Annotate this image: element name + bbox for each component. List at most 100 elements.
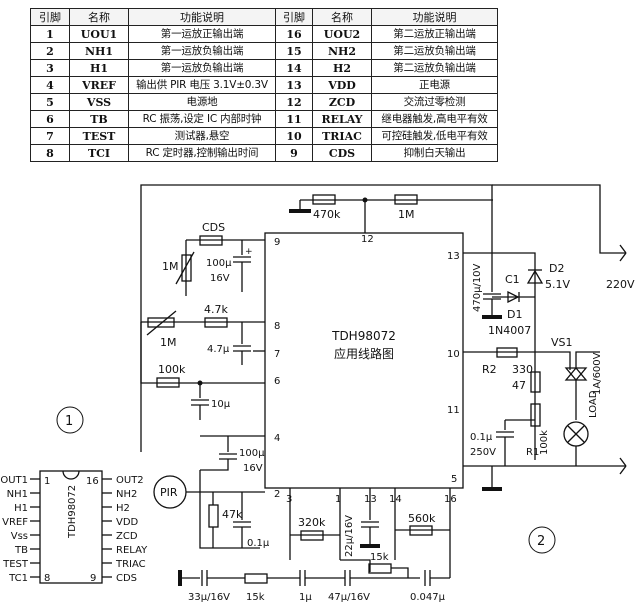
resistor-100k — [156, 377, 180, 388]
cds-resistor — [199, 235, 223, 246]
ac-terminal-bot-b — [619, 465, 627, 475]
label-vs1-val: 1A/600V — [592, 352, 603, 395]
pinout-right-name: ZCD — [116, 531, 138, 542]
header-func-right: 功能说明 — [371, 8, 498, 26]
pot-arrow-b — [146, 310, 177, 336]
label-pot-1m-b: 1M — [160, 336, 177, 349]
pinout-num-9: 9 — [90, 573, 96, 584]
pinout-notch — [62, 470, 80, 480]
figure-marker-1 — [56, 406, 84, 434]
pin-function: RC 定时器,控制输出时间 — [128, 144, 276, 162]
header-func-left: 功能说明 — [128, 8, 276, 26]
label-d2: D2 — [549, 262, 564, 275]
figure-marker-1-text: 1 — [65, 414, 73, 429]
label-c10u: 10μ — [211, 399, 231, 410]
label-r1-val: 100k — [539, 430, 550, 455]
junction-top — [362, 197, 368, 203]
label-15k-a: 15k — [246, 592, 265, 603]
pin-name: CDS — [312, 144, 372, 162]
pinout-num-16: 16 — [86, 476, 99, 487]
label-pir: PIR — [160, 486, 178, 499]
pot-1m-a — [181, 254, 192, 282]
resistor-47k — [208, 504, 219, 528]
ac-terminal-bot — [619, 457, 627, 467]
pinout-chip-body — [39, 470, 103, 584]
ic-pin-6: 6 — [274, 376, 280, 387]
pinout-left-name: VREF — [2, 517, 28, 528]
label-c0u1-b: 0.1μ — [470, 432, 493, 443]
label-c0u1-a: 0.1μ — [247, 538, 270, 549]
pinout-right-name: CDS — [116, 573, 137, 584]
figure-marker-2 — [528, 526, 556, 554]
label-r2-val: 330 — [512, 363, 533, 376]
resistor-320k — [300, 530, 324, 541]
pinout-num-8: 8 — [44, 573, 50, 584]
label-c100u-b-v: 16V — [243, 463, 263, 474]
label-c0047u: 0.047μ — [410, 592, 446, 603]
label-560k: 560k — [408, 512, 436, 525]
pinout-left-name: TB — [14, 545, 28, 556]
pinout-left-name: TC1 — [8, 573, 28, 584]
resistor-470k — [312, 194, 336, 205]
zener-d2 — [526, 269, 544, 284]
pin-number: 16 — [275, 25, 313, 43]
ic-pin-8: 8 — [274, 321, 280, 332]
wire-outer-loop — [140, 184, 493, 452]
label-1m-top: 1M — [398, 208, 415, 221]
label-320k: 320k — [298, 516, 326, 529]
pin-function: 继电器触发,高电平有效 — [371, 110, 498, 128]
resistor-15k-b — [368, 563, 392, 574]
pin-function: 第二运放正输出端 — [371, 25, 498, 43]
label-d2-val: 5.1V — [545, 278, 570, 291]
label-470k: 470k — [313, 208, 341, 221]
pin-number: 10 — [275, 127, 313, 145]
pin-function: 第一运放负输出端 — [128, 42, 276, 60]
c100u-a-plus: + — [245, 247, 253, 257]
pinout-pins: OUT1NH1H1VREFVssTBTESTTC1OUT2NH2H2VDDZCD… — [0, 475, 148, 584]
wire-d2-line — [492, 252, 536, 460]
label-4k7: 4.7k — [204, 303, 228, 316]
resistor-1m-top — [394, 194, 418, 205]
label-load: LOAD — [588, 390, 599, 418]
pin-name: TCI — [69, 144, 129, 162]
wire-15k-b-a — [340, 559, 371, 572]
pin-name: TRIAC — [312, 127, 372, 145]
label-c33u: 33μ/16V — [188, 592, 230, 603]
load-cross2 — [567, 425, 585, 443]
resistor-4k7 — [204, 317, 228, 328]
pinout-right-name: OUT2 — [116, 475, 144, 486]
header-pin-left: 引脚 — [30, 8, 70, 26]
label-r2: R2 — [482, 363, 497, 376]
label-d1: D1 — [507, 308, 522, 321]
pinout-chip-label: TDH98072 — [67, 485, 78, 539]
resistor-560k — [409, 525, 433, 536]
wire-ac-top — [492, 184, 626, 254]
resistor-47 — [530, 371, 541, 393]
label-d1-val: 1N4007 — [488, 324, 531, 337]
pin-name: ZCD — [312, 93, 372, 111]
label-c0u1-b-v: 250V — [470, 447, 496, 458]
pinout-right-name: TRIAC — [115, 559, 146, 570]
diode-d1 — [507, 290, 520, 304]
pinout-num-1: 1 — [44, 476, 50, 487]
label-cds: CDS — [202, 221, 225, 234]
ic-pin-13: 13 — [447, 251, 460, 262]
pin-function: 第二运放负输出端 — [371, 59, 498, 77]
ic-pin-4: 4 — [274, 433, 280, 444]
wire-15k-b-b — [391, 567, 409, 578]
label-100k: 100k — [158, 363, 186, 376]
label-pot-1m-a: 1M — [162, 260, 179, 273]
wire-c100u-b-b — [200, 459, 229, 471]
label-c4u7: 4.7μ — [207, 344, 230, 355]
triac-vs1-b — [564, 366, 588, 381]
resistor-r2 — [496, 347, 518, 358]
wire-pin6 — [140, 322, 265, 384]
label-c100u-b: 100μ — [239, 448, 265, 459]
pinout-left-name: OUT1 — [0, 475, 28, 486]
pin-name: VREF — [69, 76, 129, 94]
resistor-15k-a — [244, 573, 268, 584]
ic-pin-1: 1 — [335, 494, 341, 505]
